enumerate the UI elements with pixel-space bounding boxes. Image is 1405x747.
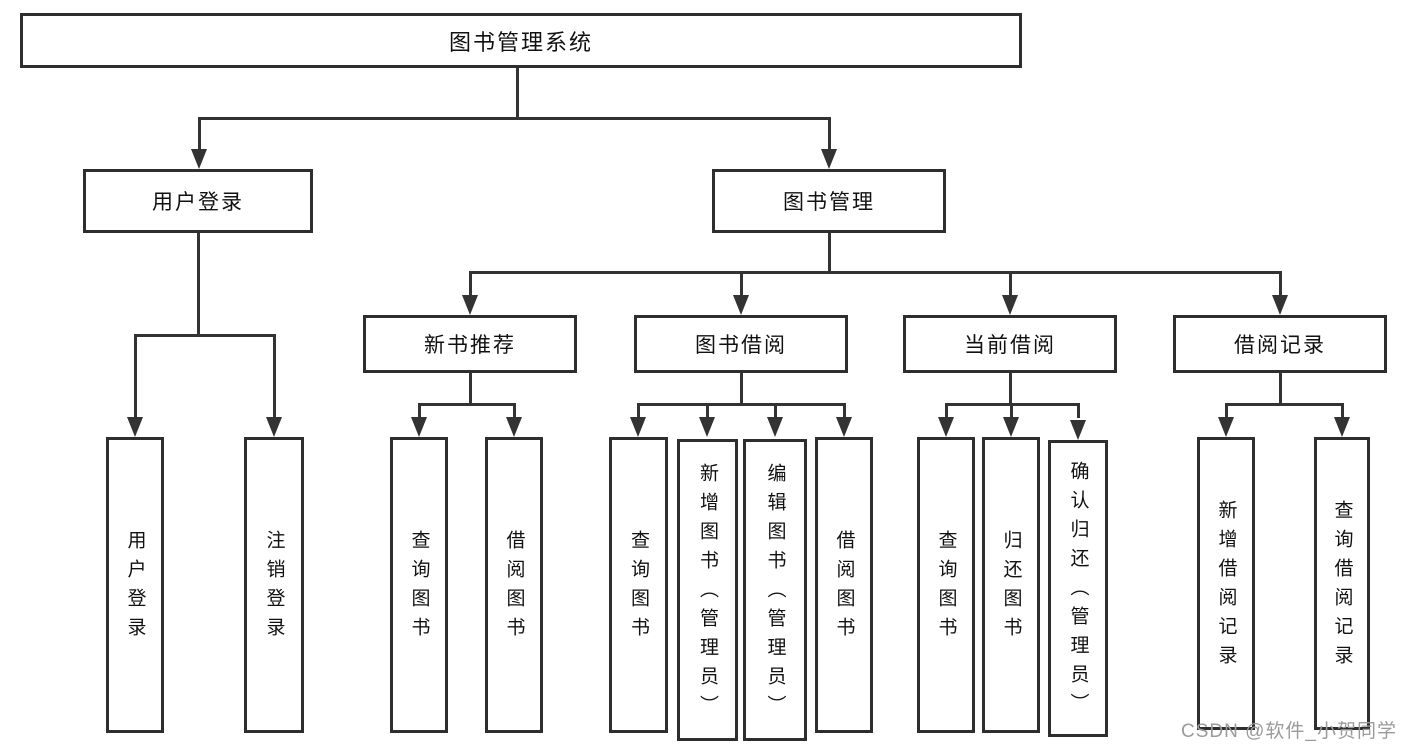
connector-shaft bbox=[1077, 403, 1080, 418]
connector-shaft bbox=[469, 271, 472, 296]
arrow-down-icon bbox=[821, 149, 837, 169]
arrow-down-icon bbox=[630, 417, 646, 437]
arrow-down-icon bbox=[1218, 417, 1234, 437]
connector-userlogin-rail bbox=[134, 334, 275, 337]
connector-shaft bbox=[828, 117, 831, 150]
leaf-node-query-books: 查询图书 bbox=[609, 437, 668, 733]
tree-node-book-borrow: 图书借阅 bbox=[634, 315, 848, 373]
arrow-down-icon bbox=[462, 295, 478, 315]
tree-node-root: 图书管理系统 bbox=[20, 13, 1022, 68]
leaf-node-user-login: 用户登录 bbox=[106, 437, 164, 733]
connector-shaft bbox=[1279, 271, 1282, 296]
connector-group-rail bbox=[637, 403, 845, 406]
leaf-node-add-borrow-record: 新增借阅记录 bbox=[1197, 437, 1255, 730]
connector-group-stem bbox=[740, 372, 743, 404]
arrow-down-icon bbox=[1070, 420, 1086, 440]
connector-shaft bbox=[134, 334, 137, 417]
leaf-node-logout: 注销登录 bbox=[244, 437, 304, 733]
connector-shaft bbox=[1225, 403, 1228, 418]
arrow-down-icon bbox=[1272, 295, 1288, 315]
arrow-down-icon bbox=[699, 417, 715, 437]
arrow-down-icon bbox=[506, 417, 522, 437]
leaf-node-query-books: 查询图书 bbox=[917, 437, 975, 733]
tree-node-borrow-records: 借阅记录 bbox=[1173, 315, 1387, 373]
connector-group-rail bbox=[1225, 403, 1343, 406]
tree-node-new-book-recommend: 新书推荐 bbox=[363, 315, 577, 373]
leaf-node-add-books-admin: 新增图书（管理员） bbox=[677, 439, 738, 741]
tree-node-book-management: 图书管理 bbox=[712, 169, 946, 233]
arrow-down-icon bbox=[266, 417, 282, 437]
leaf-node-borrow-books: 借阅图书 bbox=[485, 437, 543, 733]
arrow-down-icon bbox=[836, 417, 852, 437]
connector-shaft bbox=[513, 403, 516, 418]
connector-shaft bbox=[706, 403, 709, 418]
connector-bookmgmt-rail bbox=[469, 271, 1281, 274]
arrow-down-icon bbox=[127, 417, 143, 437]
arrow-down-icon bbox=[1334, 417, 1350, 437]
leaf-node-borrow-books: 借阅图书 bbox=[815, 437, 873, 733]
connector-group-stem bbox=[1009, 372, 1012, 404]
connector-shaft bbox=[637, 403, 640, 418]
connector-bookmgmt-stem bbox=[828, 233, 831, 273]
connector-shaft bbox=[1341, 403, 1344, 418]
connector-group-stem bbox=[469, 372, 472, 404]
arrow-down-icon bbox=[1002, 295, 1018, 315]
connector-root-stem bbox=[516, 68, 519, 118]
connector-shaft bbox=[843, 403, 846, 418]
arrow-down-icon bbox=[191, 149, 207, 169]
connector-shaft bbox=[1009, 271, 1012, 296]
arrow-down-icon bbox=[1003, 417, 1019, 437]
connector-group-rail bbox=[418, 403, 516, 406]
connector-shaft bbox=[740, 271, 743, 296]
connector-shaft bbox=[418, 403, 421, 418]
connector-shaft bbox=[774, 403, 777, 418]
connector-shaft bbox=[945, 403, 948, 418]
leaf-node-edit-books-admin: 编辑图书（管理员） bbox=[743, 439, 807, 741]
arrow-down-icon bbox=[938, 417, 954, 437]
csdn-watermark: CSDN @软件_小贺同学 bbox=[1181, 721, 1397, 742]
leaf-node-query-books: 查询图书 bbox=[390, 437, 448, 733]
leaf-node-confirm-return-admin: 确认归还（管理员） bbox=[1048, 440, 1108, 737]
arrow-down-icon bbox=[733, 295, 749, 315]
arrow-down-icon bbox=[411, 417, 427, 437]
connector-shaft bbox=[273, 334, 276, 417]
tree-node-current-borrow: 当前借阅 bbox=[903, 315, 1117, 373]
leaf-node-return-books: 归还图书 bbox=[982, 437, 1040, 733]
tree-node-user-login: 用户登录 bbox=[83, 169, 313, 233]
connector-root-rail bbox=[198, 117, 830, 120]
arrow-down-icon bbox=[767, 417, 783, 437]
leaf-node-query-borrow-record: 查询借阅记录 bbox=[1314, 437, 1370, 730]
connector-shaft bbox=[1010, 403, 1013, 418]
connector-userlogin-stem bbox=[197, 233, 200, 335]
connector-shaft bbox=[198, 117, 201, 150]
connector-group-stem bbox=[1279, 372, 1282, 404]
